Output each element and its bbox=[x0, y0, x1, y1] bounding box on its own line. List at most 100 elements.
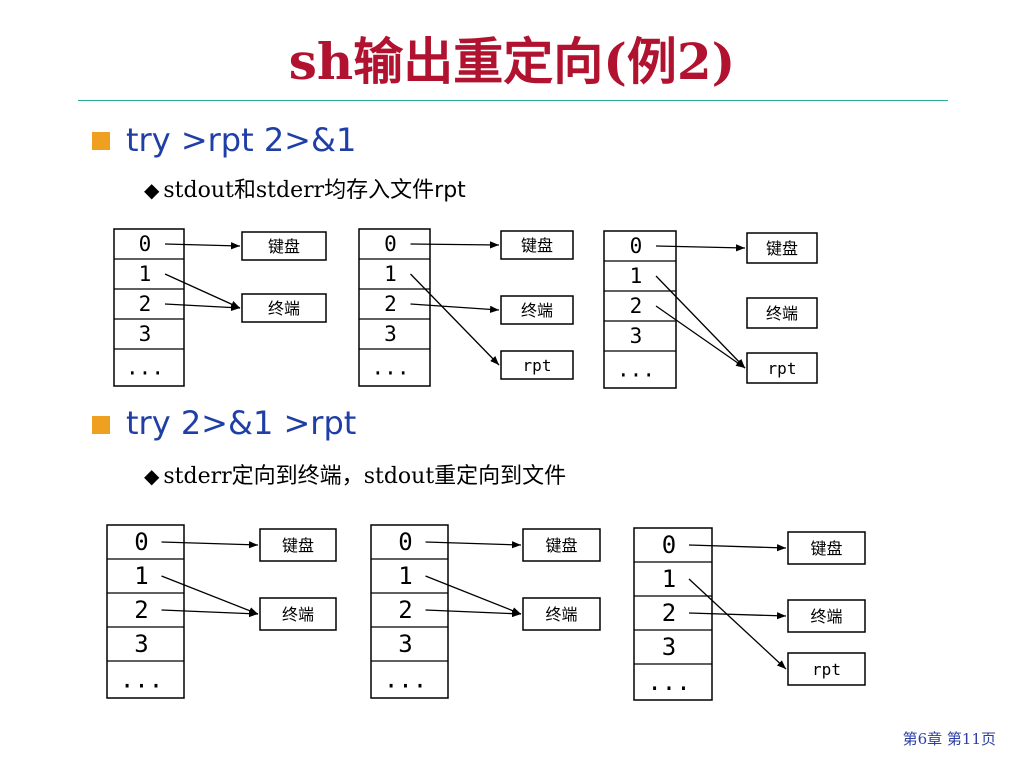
fd-label: 2 bbox=[384, 292, 397, 316]
fd-label: 0 bbox=[134, 528, 148, 556]
fd-label: 3 bbox=[662, 633, 676, 661]
redirect-arrow bbox=[161, 575, 259, 615]
fd-label: ... bbox=[647, 668, 690, 696]
fd-label: 1 bbox=[139, 262, 152, 286]
redirect-arrow bbox=[410, 273, 500, 366]
redirect-arrow bbox=[164, 273, 241, 309]
bullet-square-icon bbox=[92, 132, 110, 150]
fd-table-frame bbox=[633, 527, 713, 701]
redirect-arrow bbox=[425, 609, 522, 618]
fd-label: ... bbox=[617, 358, 655, 382]
keyboard-label: 键盘 bbox=[268, 237, 300, 256]
fd-label: 1 bbox=[384, 262, 397, 286]
keyboard-label: 键盘 bbox=[766, 239, 798, 258]
section2-command: try 2>&1 >rpt bbox=[126, 404, 357, 442]
diamond-bullet-icon: ◆ bbox=[144, 464, 160, 488]
terminal-box bbox=[241, 293, 327, 323]
fd-table-frame bbox=[113, 228, 185, 387]
terminal-label: 终端 bbox=[545, 605, 577, 624]
keyboard-box bbox=[241, 231, 327, 261]
fd-label: 3 bbox=[398, 630, 412, 658]
fd-label: 2 bbox=[662, 599, 676, 627]
fd-label: ... bbox=[126, 356, 164, 380]
redirect-arrow bbox=[425, 541, 522, 549]
fd-table-frame bbox=[106, 524, 185, 699]
keyboard-box bbox=[746, 232, 818, 264]
redirect-arrow bbox=[410, 241, 500, 249]
rpt-label: rpt bbox=[523, 356, 552, 375]
terminal-box bbox=[787, 599, 866, 633]
fd-label: 0 bbox=[384, 232, 397, 256]
redirect-arrow bbox=[655, 244, 746, 252]
fd-label: 1 bbox=[662, 565, 676, 593]
redirect-arrow bbox=[655, 275, 746, 369]
terminal-label: 终端 bbox=[268, 299, 300, 318]
redirect-arrow bbox=[410, 303, 500, 313]
redirect-arrow bbox=[688, 578, 787, 670]
redirect-arrow bbox=[161, 609, 259, 618]
diamond-bullet-icon: ◆ bbox=[144, 178, 160, 202]
redirect-arrow bbox=[161, 541, 259, 549]
rpt-label: rpt bbox=[768, 359, 797, 378]
fd-label: 3 bbox=[139, 322, 152, 346]
redirect-arrow bbox=[164, 303, 241, 312]
fd-label: ... bbox=[384, 666, 427, 694]
fd-label: 0 bbox=[630, 234, 643, 258]
keyboard-box bbox=[259, 528, 337, 562]
fd-label: 1 bbox=[630, 264, 643, 288]
keyboard-label: 键盘 bbox=[521, 236, 553, 255]
terminal-box bbox=[522, 597, 601, 631]
bullet-square-icon bbox=[92, 416, 110, 434]
fd-label: ... bbox=[120, 666, 163, 694]
terminal-label: 终端 bbox=[282, 605, 314, 624]
fd-table-frame bbox=[603, 230, 677, 389]
redirect-arrow bbox=[425, 575, 522, 615]
rpt-box bbox=[746, 352, 818, 384]
fd-label: 3 bbox=[134, 630, 148, 658]
keyboard-box bbox=[500, 230, 574, 260]
page-title: sh输出重定向(例2) bbox=[288, 32, 736, 91]
fd-label: 0 bbox=[398, 528, 412, 556]
terminal-box bbox=[500, 295, 574, 325]
terminal-box bbox=[746, 297, 818, 329]
fd-label: 2 bbox=[630, 294, 643, 318]
keyboard-box bbox=[787, 531, 866, 565]
page-number: 第6章 第11页 bbox=[902, 730, 996, 748]
section2-description: ◆stderr定向到终端，stdout重定向到文件 bbox=[144, 464, 567, 489]
keyboard-box bbox=[522, 528, 601, 562]
redirect-arrow bbox=[655, 305, 746, 369]
fd-label: 2 bbox=[398, 596, 412, 624]
redirect-arrow bbox=[688, 612, 787, 620]
fd-label: 0 bbox=[139, 232, 152, 256]
redirect-arrow bbox=[688, 544, 787, 552]
rpt-box bbox=[787, 652, 866, 686]
fd-table-frame bbox=[358, 228, 431, 387]
fd-label: 1 bbox=[398, 562, 412, 590]
terminal-label: 终端 bbox=[810, 607, 842, 626]
rpt-box bbox=[500, 350, 574, 380]
redirect-arrow bbox=[164, 242, 241, 250]
fd-label: 3 bbox=[630, 324, 643, 348]
fd-label: 3 bbox=[384, 322, 397, 346]
keyboard-label: 键盘 bbox=[810, 539, 842, 558]
rpt-label: rpt bbox=[812, 660, 841, 679]
keyboard-label: 键盘 bbox=[545, 536, 577, 555]
section1-description: ◆stdout和stderr均存入文件rpt bbox=[144, 178, 466, 203]
section1-command: try >rpt 2>&1 bbox=[126, 121, 357, 159]
terminal-label: 终端 bbox=[521, 301, 553, 320]
terminal-label: 终端 bbox=[766, 304, 798, 323]
fd-label: 1 bbox=[134, 562, 148, 590]
keyboard-label: 键盘 bbox=[282, 536, 314, 555]
fd-label: 2 bbox=[134, 596, 148, 624]
terminal-box bbox=[259, 597, 337, 631]
fd-label: ... bbox=[372, 356, 410, 380]
title-divider bbox=[78, 100, 948, 101]
fd-label: 0 bbox=[662, 531, 676, 559]
fd-label: 2 bbox=[139, 292, 152, 316]
